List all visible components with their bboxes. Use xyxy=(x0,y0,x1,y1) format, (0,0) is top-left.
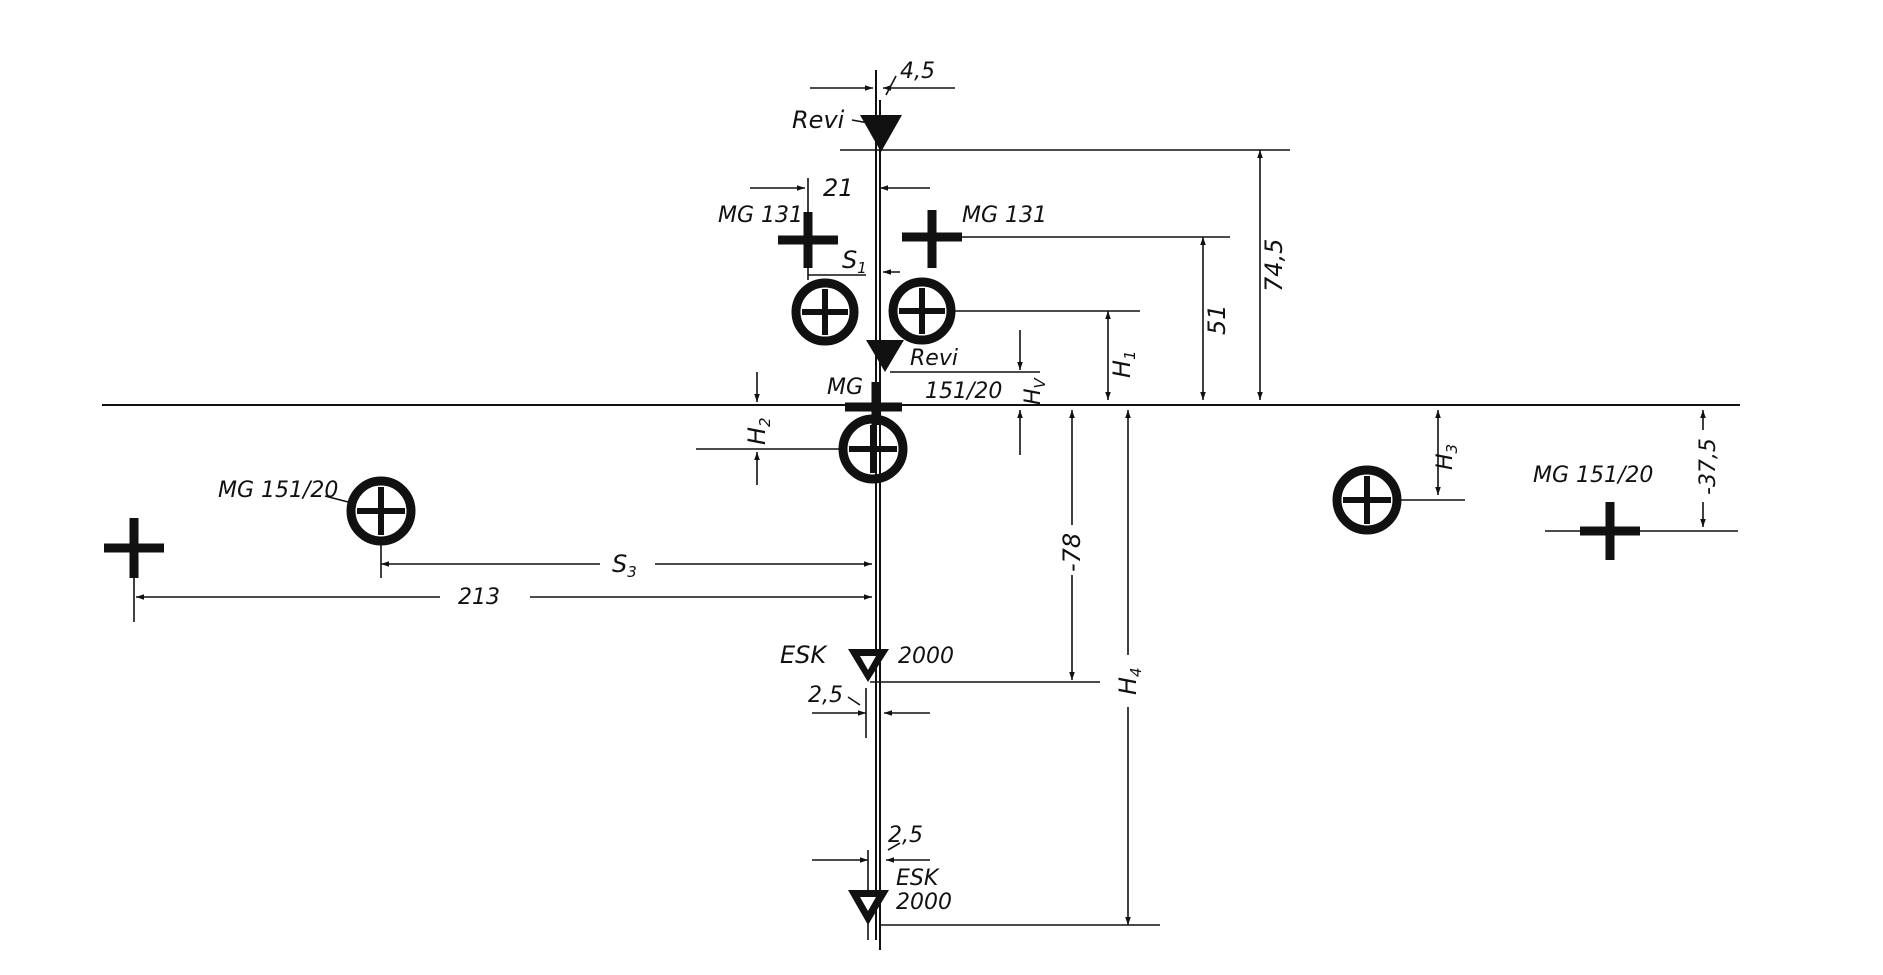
dim-2-5-upper-label: 2,5 xyxy=(808,683,843,708)
esk-lower-camera: ESK 2000 xyxy=(848,866,952,925)
s3-sub: 3 xyxy=(627,563,637,581)
dim-minus-37-5-label: -37,5 xyxy=(1696,438,1721,495)
esk-lower-label: ESK xyxy=(896,866,940,891)
mg131-left-gun: MG 131 xyxy=(718,203,838,268)
mg-upper-right-gun xyxy=(888,277,956,345)
h2-sub: 2 xyxy=(756,417,774,427)
mg151-right-gun: MG 151/20 xyxy=(1533,463,1738,560)
dimension-s1: S1 xyxy=(808,246,900,277)
mg151-left-gun: MG 151/20 xyxy=(218,476,416,578)
circled-plus-icon xyxy=(888,277,956,345)
far-left-cross xyxy=(104,518,164,622)
revi-top-sight: Revi xyxy=(792,106,902,152)
h3-label: H xyxy=(1433,453,1458,470)
mg-center-label: MG xyxy=(827,375,863,400)
svg-text:H1: H1 xyxy=(1108,350,1139,378)
svg-text:HV: HV xyxy=(1021,376,1049,405)
dimension-h3: H3 xyxy=(1433,410,1461,495)
esk-lower-number: 2000 xyxy=(896,890,952,915)
circled-plus-icon xyxy=(791,278,859,346)
s1-sub: 1 xyxy=(857,259,867,277)
mg131-right-label: MG 131 xyxy=(962,203,1047,228)
dim-minus-78-label: -78 xyxy=(1058,533,1086,572)
esk-upper-label: ESK xyxy=(780,641,828,669)
revi-mid-label: Revi xyxy=(910,346,958,371)
mg-center-caliber: 151/20 xyxy=(925,379,1002,404)
svg-text:H3: H3 xyxy=(1433,444,1461,470)
hv-label: H xyxy=(1021,388,1046,405)
dimension-h2: H2 xyxy=(696,372,845,485)
h4-label: H xyxy=(1114,677,1142,695)
h1-label: H xyxy=(1108,360,1136,378)
dim-2-5-lower-label: 2,5 xyxy=(888,823,923,848)
dim-51-label: 51 xyxy=(1203,304,1231,335)
mg-upper-left-gun xyxy=(791,278,859,346)
mg-right-circle-gun xyxy=(1332,465,1465,535)
dimension-21: 21 xyxy=(750,174,930,280)
dimension-hv: HV xyxy=(1017,330,1049,455)
h4-sub: 4 xyxy=(1127,667,1145,677)
mg131-left-label: MG 131 xyxy=(718,203,803,228)
mg151-center-gun: MG 151/20 xyxy=(827,375,1002,484)
down-triangle-icon xyxy=(860,115,902,152)
dim-74-5-label: 74,5 xyxy=(1260,239,1288,292)
dimension-minus-37-5: -37,5 xyxy=(1692,410,1721,527)
dimension-s3: S3 xyxy=(381,550,872,581)
svg-text:H4: H4 xyxy=(1114,667,1145,695)
hv-sub: V xyxy=(1031,376,1049,388)
revi-top-label: Revi xyxy=(792,106,845,134)
h1-sub: 1 xyxy=(1121,350,1139,360)
dim-21-label: 21 xyxy=(823,174,854,202)
mg151-left-label: MG 151/20 xyxy=(218,478,338,503)
dimension-213: 213 xyxy=(136,585,872,610)
s1-label: S xyxy=(842,246,857,274)
svg-text:S1: S1 xyxy=(842,246,867,277)
down-triangle-icon xyxy=(866,340,904,372)
dim-top-label: 4,5 xyxy=(900,59,935,84)
circled-plus-icon xyxy=(346,476,416,546)
dimension-2-5-upper: 2,5 xyxy=(808,683,930,738)
esk-upper-number: 2000 xyxy=(898,644,954,669)
s3-label: S xyxy=(612,550,627,578)
revi-mid-sight: Revi xyxy=(866,340,1040,373)
dimension-top-offset: 4,5 xyxy=(810,59,955,96)
h2-label: H xyxy=(743,427,771,445)
svg-text:H2: H2 xyxy=(743,417,774,445)
dim-213-label: 213 xyxy=(458,585,500,610)
dimension-minus-78: -78 xyxy=(1058,410,1086,680)
h3-sub: 3 xyxy=(1443,444,1461,454)
dimension-h4: H4 xyxy=(1114,410,1145,925)
svg-text:S3: S3 xyxy=(612,550,637,581)
mg151-right-label: MG 151/20 xyxy=(1533,463,1653,488)
mg131-right-gun: MG 131 xyxy=(902,203,1047,268)
esk-upper-camera: ESK 2000 xyxy=(780,641,954,682)
